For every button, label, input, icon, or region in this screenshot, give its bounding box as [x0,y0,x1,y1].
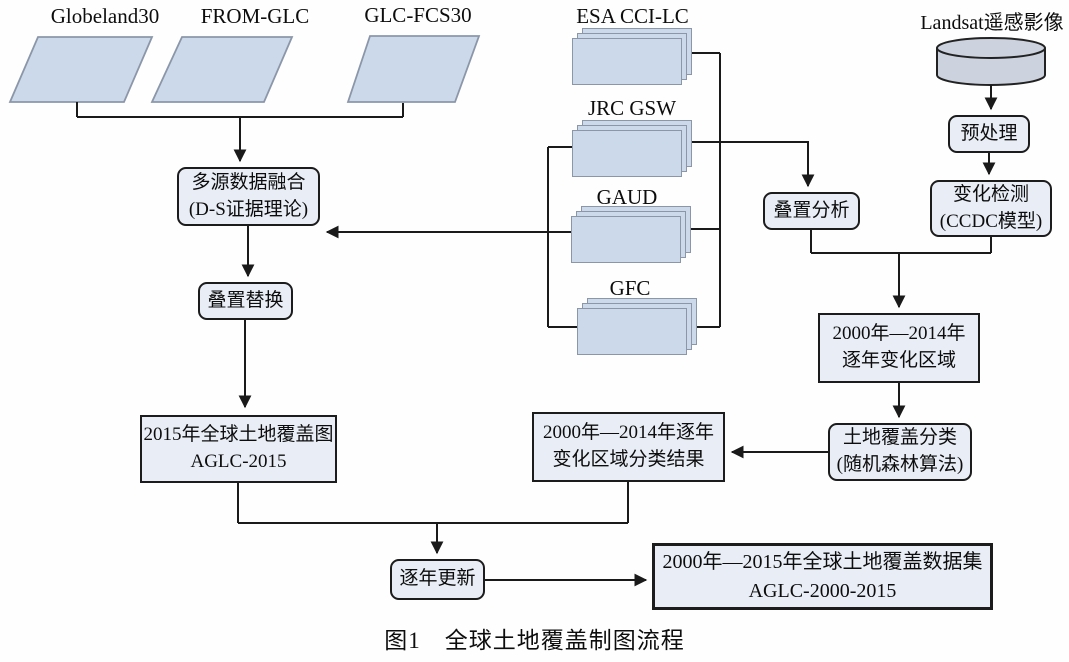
fusion-line1: 多源数据融合 [191,171,306,193]
aglc-dataset-line2: AGLC-2000-2015 [748,579,897,602]
classify-result-box: 2000年—2014年逐年 变化区域分类结果 [532,412,725,482]
change-area-box: 2000年—2014年 逐年变化区域 [818,313,980,383]
inputs-merge-connector [76,102,404,163]
change-area-line1: 2000年—2014年 [832,323,966,345]
lc-classify-line2: (随机森林算法) [836,454,964,475]
stack-sheet [577,308,687,355]
esa-cci-lc-layer-stack [572,28,694,86]
stack-sheet [572,130,682,177]
overlay-analysis-box: 叠置分析 [763,192,860,230]
change-detect-line1: 变化检测 [952,183,1029,205]
globeland30-parallelogram-shape [8,36,154,103]
overlay-analysis-label: 叠置分析 [773,199,850,221]
yearly-update-box: 逐年更新 [390,559,485,600]
preprocess-label: 预处理 [960,122,1018,144]
jrc-gsw-label: JRC GSW [587,96,677,120]
gaud-layer-stack [571,206,693,264]
gfc-layer-stack [577,298,699,356]
overlay-replace-box: 叠置替换 [198,282,293,320]
glc-fcs30-parallelogram-shape [346,35,481,103]
from-glc-label: FROM-GLC [200,4,310,28]
gaud-label: GAUD [596,185,658,209]
aglc2015-box: 2015年全球土地覆盖图 AGLC-2015 [140,415,337,483]
change-detect-box: 变化检测 (CCDC模型) [930,180,1052,237]
yearly-update-label: 逐年更新 [399,568,476,590]
stacks-left-rail [325,146,579,328]
stack-sheet [572,38,682,85]
fusion-box: 多源数据融合 (D-S证据理论) [177,167,320,226]
stacks-right-rail [679,52,815,328]
aglc-dataset-line1: 2000年—2015年全球土地覆盖数据集 [662,551,983,574]
parallelogram-shapes [8,35,481,103]
classify-result-line2: 变化区域分类结果 [552,449,705,470]
lc-classify-box: 土地覆盖分类 (随机森林算法) [828,423,972,481]
lc-classify-line1: 土地覆盖分类 [842,427,957,449]
figure-caption: 图1 全球土地覆盖制图流程 [384,628,685,653]
globeland30-label: Globeland30 [50,4,160,28]
landsat-label: Landsat遥感影像 [920,12,1064,34]
glc-fcs30-label: GLC-FCS30 [364,3,472,27]
preprocess-box: 预处理 [948,115,1030,153]
aglc2015-line2: AGLC-2015 [190,451,287,472]
jrc-gsw-layer-stack [572,120,694,178]
aglc2015-line1: 2015年全球土地覆盖图 [143,424,334,446]
analysis-detect-merge-connector [810,230,992,309]
from-glc-parallelogram-shape [150,36,294,103]
change-area-line2: 逐年变化区域 [841,350,956,371]
overlay-replace-label: 叠置替换 [207,289,284,311]
arrow-stacks-to-overlay-analysis [680,141,815,188]
gfc-label: GFC [609,276,651,300]
aglc-dataset-box: 2000年—2015年全球土地覆盖数据集 AGLC-2000-2015 [652,543,993,610]
results-merge-connector [237,482,629,555]
classify-result-line1: 2000年—2014年逐年 [542,422,714,444]
database-icon [936,37,1046,86]
change-detect-line2: (CCDC模型) [939,210,1043,232]
esa-cci-lc-label: ESA CCI-LC [576,4,689,28]
stack-sheet [571,216,681,263]
fusion-line2: (D-S证据理论) [188,198,309,220]
